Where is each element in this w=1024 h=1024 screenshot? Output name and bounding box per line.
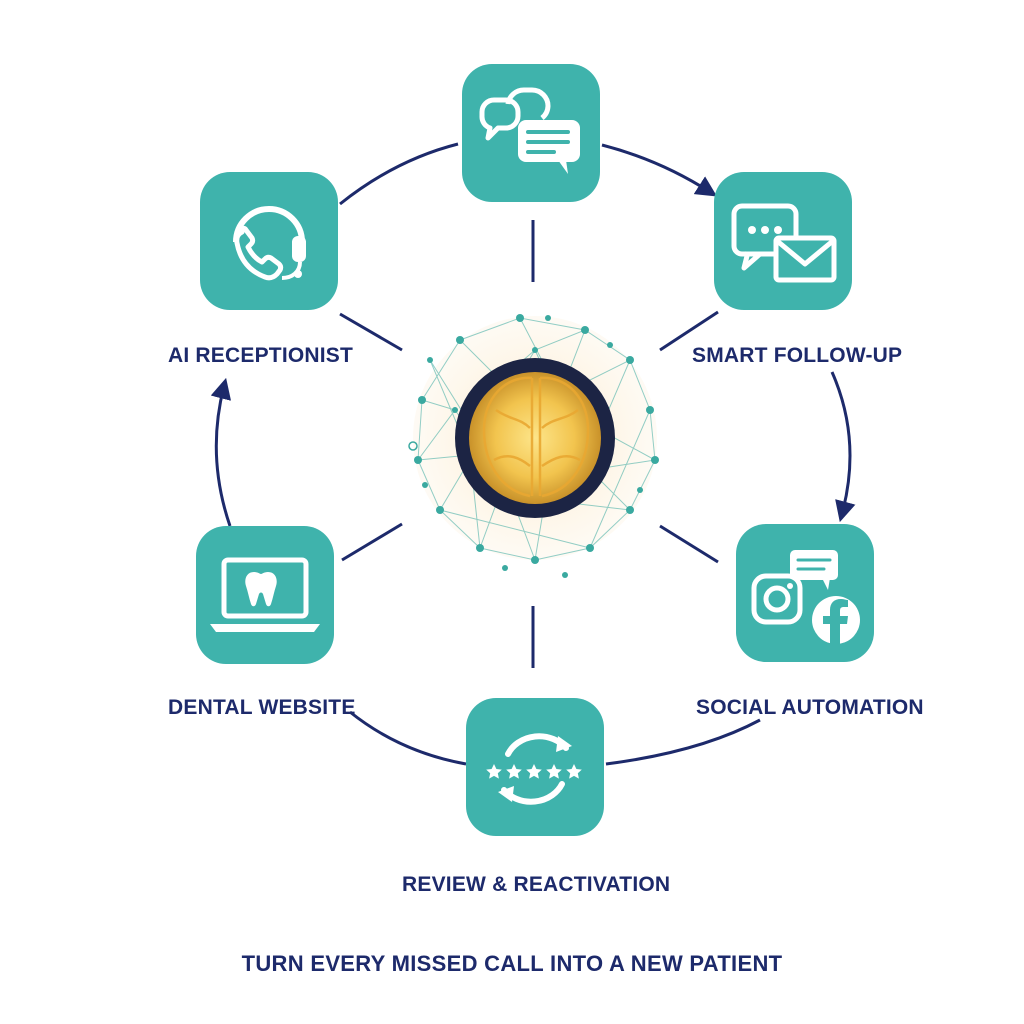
label-ai-receptionist: AI RECEPTIONIST (168, 344, 354, 367)
label-dental-website: DENTAL WEBSITE (168, 696, 356, 719)
cycle-arc-bottom-left (349, 710, 467, 766)
ai-brain-network-icon (408, 314, 659, 578)
node-social-automation[interactable] (736, 524, 874, 662)
node-chat[interactable] (462, 64, 600, 202)
node-smart-follow-up[interactable] (714, 172, 852, 310)
chat-bubbles-icon (479, 87, 580, 174)
review-refresh-icon (486, 733, 582, 805)
social-media-icon (751, 550, 860, 644)
node-dental-website[interactable] (196, 526, 334, 664)
headset-phone-icon (233, 206, 306, 281)
spokes (339, 220, 719, 668)
dental-laptop-icon (210, 557, 320, 632)
tagline: TURN EVERY MISSED CALL INTO A NEW PATIEN… (241, 951, 783, 976)
cycle-arc-bottom-right (605, 718, 761, 766)
node-review-reactivation[interactable] (466, 698, 604, 836)
label-social-automation: SOCIAL AUTOMATION (696, 696, 924, 719)
node-ai-receptionist[interactable] (200, 172, 338, 310)
cycle-arc-top-left (339, 142, 459, 206)
sms-email-icon (731, 203, 837, 283)
cycle-arc-left (210, 377, 232, 527)
label-review-reactivation: REVIEW & REACTIVATION (402, 873, 671, 896)
cycle-arc-top-right (601, 143, 718, 197)
label-smart-follow-up: SMART FOLLOW-UP (692, 344, 903, 367)
cycle-arc-right (830, 371, 856, 523)
